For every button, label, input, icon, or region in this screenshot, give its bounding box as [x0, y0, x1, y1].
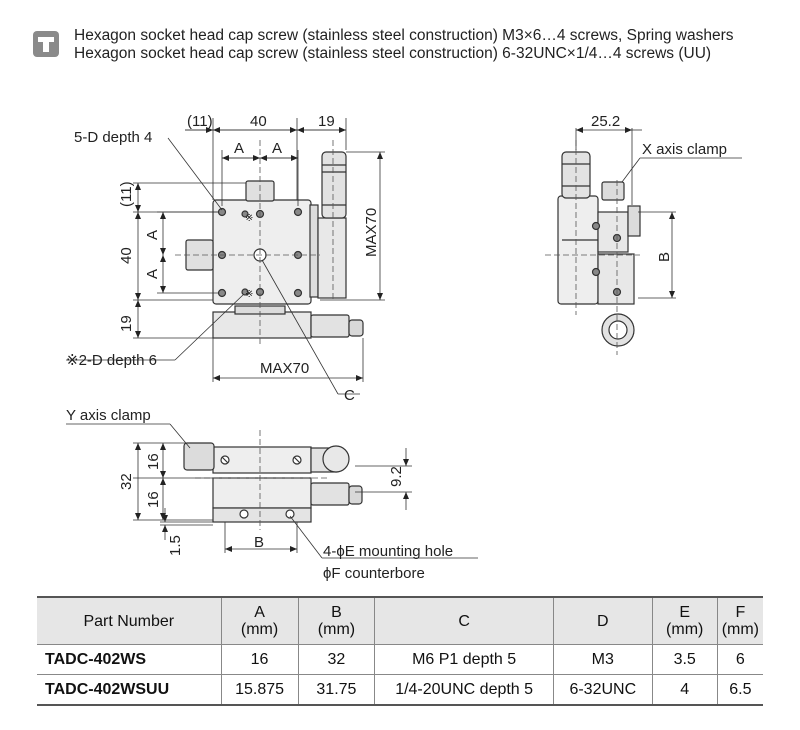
- dim-40-left: 40: [118, 247, 135, 264]
- stage-drawing: (11) 40 19 5-D depth 4 A A (11) A 40 A 1…: [66, 113, 742, 582]
- dim-1-5: 1.5: [167, 535, 184, 556]
- c-label: C: [344, 387, 355, 404]
- header-part-number: Part Number: [37, 596, 222, 645]
- cell-f: 6.5: [716, 674, 763, 706]
- top-view-dimensions: [66, 118, 385, 395]
- dim-40-top: 40: [250, 113, 267, 130]
- screw-note-icon: [33, 31, 59, 57]
- table-row: TADC-402WSUU 15.875 31.75 1/4-20UNC dept…: [37, 674, 763, 706]
- table-row: TADC-402WS 16 32 M6 P1 depth 5 M3 3.5 6: [37, 644, 763, 675]
- side-view-centerlines: [545, 140, 640, 355]
- cell-e: 4: [651, 674, 718, 706]
- dim-a1: A: [234, 140, 244, 157]
- header-b: B(mm): [297, 596, 376, 645]
- spec-table: Part Number A(mm) B(mm) C D E(mm) F(mm) …: [37, 596, 763, 706]
- front-view-dimensions: [66, 423, 478, 559]
- dim-a-left2: A: [144, 269, 161, 279]
- dim-19-left: 19: [118, 315, 135, 332]
- max70-horizontal: MAX70: [260, 360, 309, 377]
- cell-c: M6 P1 depth 5: [374, 644, 554, 675]
- five-d-depth-label: 5-D depth 4: [74, 129, 152, 146]
- dim-25-2: 25.2: [591, 113, 620, 130]
- mounting-hole-label: 4-ϕE mounting hole: [323, 543, 453, 560]
- cell-b: 31.75: [297, 674, 376, 706]
- max70-vertical: MAX70: [363, 208, 380, 257]
- header-d: D: [552, 596, 653, 645]
- dim-11-top: (11): [187, 113, 213, 130]
- front-view-centerlines: [195, 430, 330, 530]
- b-right-label: B: [656, 252, 673, 262]
- dim-32: 32: [118, 473, 135, 490]
- top-view-centerlines: [175, 140, 334, 345]
- side-view: [557, 151, 641, 347]
- dim-19-top: 19: [318, 113, 335, 130]
- front-view: [183, 442, 363, 523]
- dim-16b: 16: [145, 491, 162, 508]
- dim-16a: 16: [145, 453, 162, 470]
- header-e: E(mm): [651, 596, 718, 645]
- cell-part-number: TADC-402WSUU: [37, 674, 222, 706]
- screw-notes: Hexagon socket head cap screw (stainless…: [74, 27, 733, 63]
- header-f: F(mm): [716, 596, 763, 645]
- cell-e: 3.5: [651, 644, 718, 675]
- cell-d: 6-32UNC: [552, 674, 653, 706]
- cell-d: M3: [552, 644, 653, 675]
- note-line-2: Hexagon socket head cap screw (stainless…: [74, 45, 712, 62]
- star-mark-2: ※: [245, 289, 253, 300]
- b-bottom-label: B: [254, 534, 264, 551]
- top-view: [185, 151, 364, 339]
- spec-table-header: Part Number A(mm) B(mm) C D E(mm) F(mm): [37, 596, 763, 645]
- dim-9-2: 9.2: [388, 466, 405, 487]
- cell-b: 32: [297, 644, 376, 675]
- cell-f: 6: [716, 644, 763, 675]
- dim-11-left: (11): [118, 181, 135, 207]
- cell-c: 1/4-20UNC depth 5: [374, 674, 554, 706]
- note-line-1: Hexagon socket head cap screw (stainless…: [74, 27, 734, 44]
- two-d-depth-label: ※2-D depth 6: [66, 352, 157, 369]
- x-axis-clamp-label: X axis clamp: [642, 141, 727, 158]
- header-a: A(mm): [220, 596, 299, 645]
- header-c: C: [374, 596, 554, 645]
- counterbore-label: ϕF counterbore: [323, 565, 425, 582]
- cell-a: 16: [220, 644, 299, 675]
- star-mark-1: ※: [245, 213, 253, 224]
- cell-a: 15.875: [220, 674, 299, 706]
- side-view-dimensions: [575, 127, 742, 299]
- dim-a2: A: [272, 140, 282, 157]
- cell-part-number: TADC-402WS: [37, 644, 222, 675]
- dim-a-left1: A: [144, 230, 161, 240]
- y-axis-clamp-label: Y axis clamp: [66, 407, 151, 424]
